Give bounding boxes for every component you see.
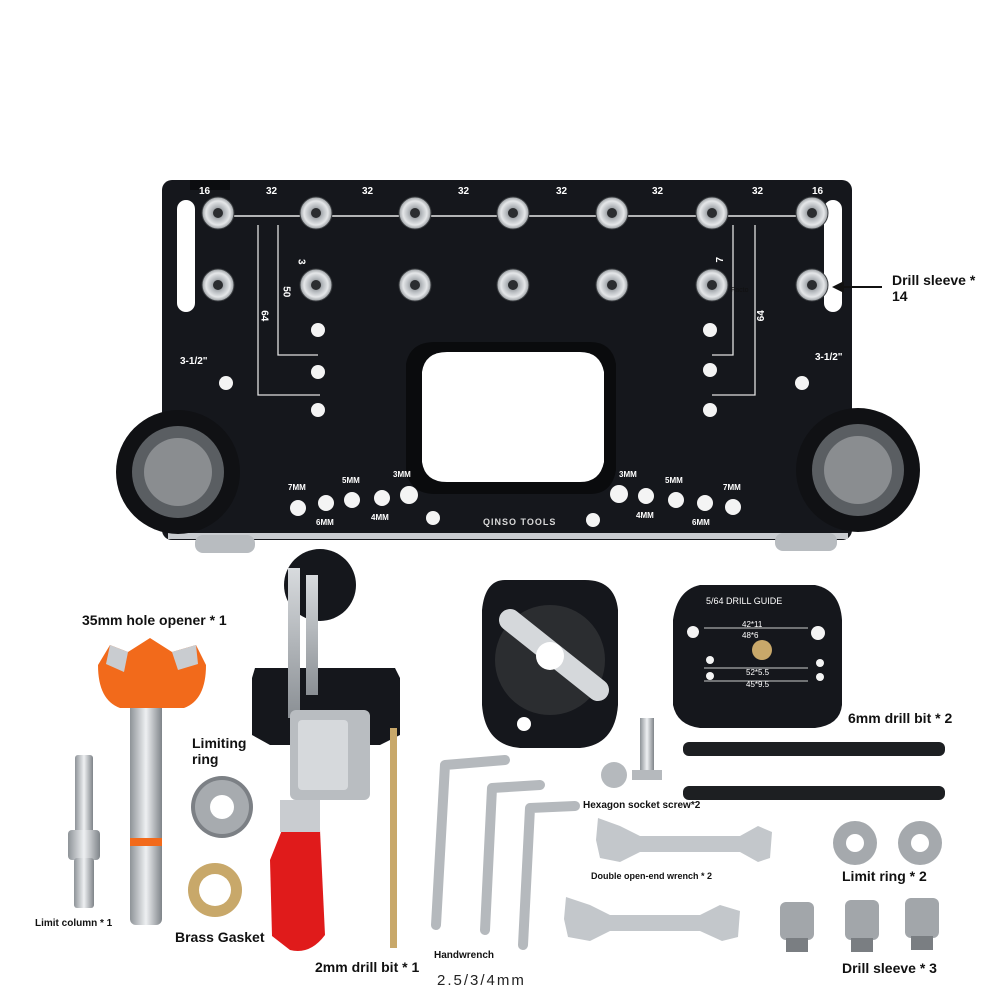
plate-bushings: [201, 196, 829, 302]
edge-mark-left: 3-1/2": [180, 356, 208, 367]
right-knob: [775, 408, 920, 551]
plate-spacing-4: 32: [556, 186, 568, 197]
label-limit-column: Limit column * 1: [35, 918, 113, 929]
drill-size-left-3: 4MM: [371, 513, 389, 522]
indexer-block: [482, 580, 618, 748]
side-marking-64-left: 64: [258, 310, 270, 322]
left-knob: [116, 410, 255, 553]
label-limiting-ring: Limiting ring: [192, 735, 247, 768]
drill-guide-title: 5/64 DRILL GUIDE: [706, 596, 783, 606]
hex-keys: [431, 755, 580, 950]
label-hole-opener: 35mm hole opener * 1: [82, 612, 227, 628]
side-marking-64-right: 64: [755, 310, 767, 322]
drill-size-right-1: 4MM: [636, 511, 654, 520]
six-mm-drill-bits: [683, 742, 945, 800]
limit-column-part: [68, 755, 100, 908]
two-mm-drill-bit: [390, 728, 397, 948]
label-6mm-drill-bit: 6mm drill bit * 2: [848, 710, 953, 726]
drill-sleeves-small: [780, 898, 939, 952]
drill-guide-plate: [673, 585, 842, 728]
jig-plate: [162, 180, 852, 540]
drill-size-left-1: 6MM: [316, 518, 334, 527]
side-marking-50: 50: [280, 286, 292, 298]
plate-spacing-5: 32: [652, 186, 664, 197]
brass-gasket-part: [188, 863, 242, 917]
label-open-end-wrench: Double open-end wrench * 2: [591, 871, 713, 881]
drill-size-left-4: 3MM: [393, 470, 411, 479]
label-handwrench-sizes: 2.5/3/4mm: [437, 972, 526, 989]
right-slot: [824, 200, 842, 312]
side-marking-3: 3: [295, 258, 307, 265]
drill-size-left-2: 5MM: [342, 476, 360, 485]
limiting-ring-part: [191, 776, 253, 838]
drill-guide-row-0: 42*11: [742, 620, 763, 629]
label-hex-socket-screw: Hexagon socket screw*2: [583, 800, 701, 811]
open-end-wrenches: [564, 818, 772, 941]
drill-size-right-3: 6MM: [692, 518, 710, 527]
drill-guide-row-3: 45*9.5: [746, 680, 770, 689]
limit-rings: [833, 821, 942, 865]
drill-size-left-0: 7MM: [288, 483, 306, 492]
plate-spacing-2: 32: [362, 186, 374, 197]
toggle-clamp: [252, 549, 400, 951]
plate-spacing-7: 16: [812, 186, 824, 197]
label-brass-gasket: Brass Gasket: [175, 929, 265, 945]
edge-mark-right: 3-1/2": [815, 352, 843, 363]
side-marking-7: 7: [715, 256, 727, 263]
hex-socket-screw: [601, 718, 662, 788]
plate-spacing-0: 16: [199, 186, 211, 197]
drill-size-right-0: 3MM: [619, 470, 637, 479]
plate-spacing-3: 32: [458, 186, 470, 197]
left-slot: [177, 200, 195, 312]
tiny-mark: Facto: [731, 287, 749, 294]
label-handwrench: Handwrench: [434, 950, 495, 961]
label-drill-sleeve-14: Drill sleeve * 14: [892, 272, 976, 305]
plate-spacing-6: 32: [752, 186, 764, 197]
drill-guide-row-1: 48*6: [742, 631, 759, 640]
brand-mark: QINSO TOOLS: [483, 517, 557, 527]
label-limit-ring: Limit ring * 2: [842, 868, 927, 884]
pointer-arrow: [832, 281, 882, 293]
drill-size-right-4: 7MM: [723, 483, 741, 492]
label-2mm-drill-bit: 2mm drill bit * 1: [315, 959, 420, 975]
drill-guide-row-2: 52*5.5: [746, 668, 770, 677]
drill-size-right-2: 5MM: [665, 476, 683, 485]
plate-spacing-1: 32: [266, 186, 278, 197]
center-window: [422, 352, 604, 482]
hole-opener: [98, 638, 206, 925]
label-drill-sleeve-3: Drill sleeve * 3: [842, 960, 937, 976]
